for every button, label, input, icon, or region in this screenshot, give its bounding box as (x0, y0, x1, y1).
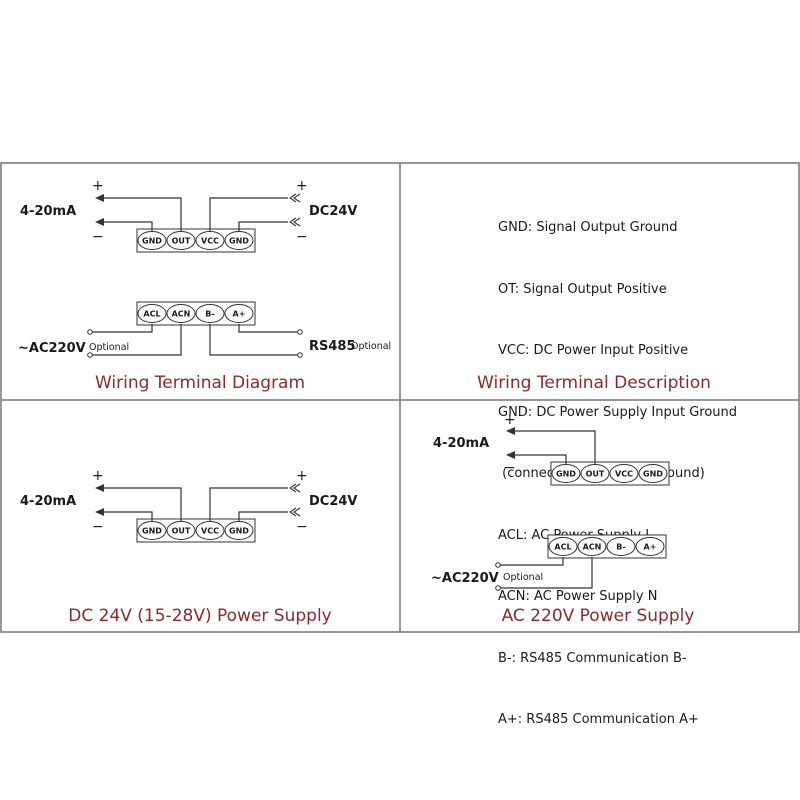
svg-text:GND: GND (643, 470, 663, 479)
panel-title-terminal-description: Wiring Terminal Description (477, 373, 711, 393)
terminal-b-minus: B- (195, 304, 225, 323)
terminal-vcc: VCC (609, 464, 639, 483)
signal-label: 4-20mA (20, 204, 76, 219)
svg-text:B-: B- (616, 543, 625, 552)
arrow-heads (506, 427, 515, 459)
top-terminal-block: GND OUT VCC GND (550, 461, 670, 486)
svg-text:A+: A+ (644, 543, 657, 552)
description-line: ACN: AC Power Supply N (498, 589, 658, 604)
description-line: A+: RS485 Communication A+ (498, 712, 699, 727)
terminal-gnd-1: GND (137, 231, 167, 250)
arrow-heads (95, 194, 104, 226)
description-line: VCC: DC Power Input Positive (498, 343, 689, 358)
terminal-gnd-1: GND (137, 521, 167, 540)
terminal-a-plus: A+ (635, 537, 665, 556)
ac-wires (500, 557, 593, 589)
ac-optional-label: Optional (89, 342, 129, 353)
power-label: DC24V (309, 494, 357, 509)
wire-end-dots (87, 329, 303, 358)
power-label: DC24V (309, 204, 357, 219)
ac-rs485-wires (92, 324, 298, 356)
terminal-gnd-1: GND (551, 464, 581, 483)
terminal-acn: ACN (577, 537, 607, 556)
svg-text:ACN: ACN (172, 310, 191, 319)
plus-sign: + (504, 412, 516, 428)
terminal-gnd-2: GND (638, 464, 668, 483)
signal-wires (103, 487, 288, 521)
panel-title-wiring-diagram: Wiring Terminal Diagram (94, 373, 306, 393)
bottom-terminal-block: ACL ACN B- A+ (547, 534, 667, 559)
terminal-acl: ACL (548, 537, 578, 556)
svg-text:OUT: OUT (172, 237, 191, 246)
ac220v-label: ~AC220V (18, 341, 86, 356)
svg-text:GND: GND (229, 527, 249, 536)
terminal-gnd-2: GND (224, 521, 254, 540)
plus-sign: + (92, 468, 104, 484)
minus-sign: − (296, 519, 308, 535)
terminal-vcc: VCC (195, 231, 225, 250)
svg-text:B-: B- (205, 310, 214, 319)
bottom-terminal-block: ACL ACN B- A+ (136, 301, 256, 326)
arrow-heads (95, 484, 104, 516)
terminal-gnd-2: GND (224, 231, 254, 250)
svg-text:ACL: ACL (143, 310, 160, 319)
terminal-out: OUT (166, 231, 196, 250)
terminal-acl: ACL (137, 304, 167, 323)
terminal-block: GND OUT VCC GND (136, 518, 256, 543)
wire-end-dots (495, 562, 501, 591)
svg-text:OUT: OUT (586, 470, 605, 479)
terminal-b-minus: B- (606, 537, 636, 556)
svg-text:ACN: ACN (583, 543, 602, 552)
description-line: B-: RS485 Communication B- (498, 650, 687, 666)
terminal-out: OUT (166, 521, 196, 540)
terminal-a-plus: A+ (224, 304, 254, 323)
terminal-out: OUT (580, 464, 610, 483)
description-line: GND: DC Power Supply Input Ground (498, 404, 738, 420)
terminal-acn: ACN (166, 304, 196, 323)
ac-optional-label: Optional (503, 572, 543, 583)
minus-sign: − (92, 229, 104, 245)
ac220v-label: ~AC220V (431, 571, 499, 586)
panel-title-dc24v: DC 24V (15-28V) Power Supply (68, 606, 332, 626)
svg-text:GND: GND (229, 237, 249, 246)
rs485-label: RS485 (309, 339, 356, 354)
signal-label: 4-20mA (20, 494, 76, 509)
svg-text:VCC: VCC (615, 470, 633, 479)
signal-label: 4-20mA (433, 436, 489, 451)
plus-sign: + (92, 178, 104, 194)
svg-text:GND: GND (142, 237, 162, 246)
signal-wires (103, 197, 288, 231)
plus-sign: + (296, 468, 308, 484)
minus-sign: − (92, 519, 104, 535)
svg-text:VCC: VCC (201, 237, 219, 246)
power-arrow-heads (289, 483, 301, 517)
rs485-optional-label: Optional (351, 341, 391, 352)
dc24v-power-supply-diagram: GND OUT VCC GND + − + − 4-20mA DC24V (20, 468, 357, 543)
description-line: OT: Signal Output Positive (498, 281, 667, 297)
signal-wires (514, 430, 596, 464)
description-line: GND: Signal Output Ground (498, 220, 678, 235)
plus-sign: + (296, 178, 308, 194)
terminal-vcc: VCC (195, 521, 225, 540)
wiring-terminal-diagram: GND OUT VCC GND + − + − 4-20mA DC24V ACL… (18, 178, 391, 358)
svg-text:OUT: OUT (172, 527, 191, 536)
svg-text:VCC: VCC (201, 527, 219, 536)
svg-text:A+: A+ (233, 310, 246, 319)
svg-text:ACL: ACL (554, 543, 571, 552)
minus-sign: − (296, 229, 308, 245)
panel-title-ac220v: AC 220V Power Supply (501, 606, 695, 626)
power-arrow-heads (289, 193, 301, 227)
ac220v-power-supply-diagram: GND OUT VCC GND + − 4-20mA ACL ACN B- A+… (431, 412, 670, 591)
minus-sign: − (504, 460, 516, 476)
svg-text:GND: GND (556, 470, 576, 479)
svg-text:GND: GND (142, 527, 162, 536)
top-terminal-block: GND OUT VCC GND (136, 228, 256, 253)
